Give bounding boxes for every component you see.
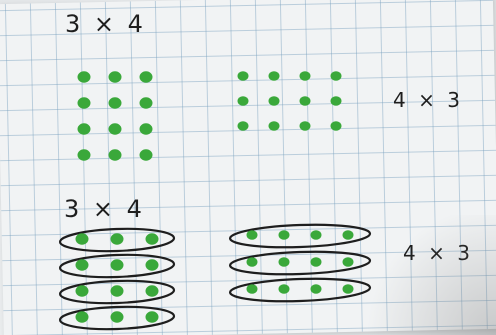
counter-dot	[146, 233, 159, 244]
counter-dot	[76, 259, 89, 270]
counter-dot	[78, 71, 91, 82]
counter-dot	[146, 285, 159, 296]
counter-dot	[109, 71, 122, 82]
counter-dot	[311, 284, 322, 293]
counter-dot	[109, 123, 122, 134]
counter-dot	[311, 230, 322, 239]
counter-dot	[111, 285, 124, 296]
array-top-left	[78, 71, 153, 160]
counter-dot	[109, 97, 122, 108]
counter-dot	[331, 71, 342, 80]
counter-dot	[140, 97, 153, 108]
array-top-right	[238, 71, 342, 130]
counter-dot	[269, 96, 280, 105]
counter-dot	[247, 257, 258, 266]
counter-dot	[343, 284, 354, 293]
counter-dot	[146, 311, 159, 322]
counter-dot	[76, 285, 89, 296]
counter-dot	[311, 257, 322, 266]
counter-dot	[78, 97, 91, 108]
counter-dot	[331, 121, 342, 130]
counter-dot	[247, 284, 258, 293]
counter-dot	[343, 257, 354, 266]
counter-dot	[76, 233, 89, 244]
array-bottom-right	[230, 223, 371, 304]
counter-dot	[140, 149, 153, 160]
array-bottom-left	[60, 227, 175, 331]
counter-dot	[300, 121, 311, 130]
counter-dot	[269, 121, 280, 130]
counter-dot	[76, 311, 89, 322]
counter-dot	[78, 149, 91, 160]
counter-dot	[140, 123, 153, 134]
counter-dot	[300, 96, 311, 105]
counter-dot	[146, 259, 159, 270]
counter-dot	[269, 71, 280, 80]
counter-dot	[140, 71, 153, 82]
counter-dot	[111, 259, 124, 270]
counter-dot	[78, 123, 91, 134]
counter-dot	[300, 71, 311, 80]
counter-dot	[343, 230, 354, 239]
counter-dot	[247, 230, 258, 239]
counter-dot	[111, 233, 124, 244]
counter-dot	[279, 284, 290, 293]
counter-dot	[111, 311, 124, 322]
counter-dot	[279, 230, 290, 239]
counter-dot	[279, 257, 290, 266]
counter-dot	[238, 96, 249, 105]
counter-dot	[331, 96, 342, 105]
counter-dot	[109, 149, 122, 160]
counter-dot	[238, 121, 249, 130]
counter-dot	[238, 71, 249, 80]
